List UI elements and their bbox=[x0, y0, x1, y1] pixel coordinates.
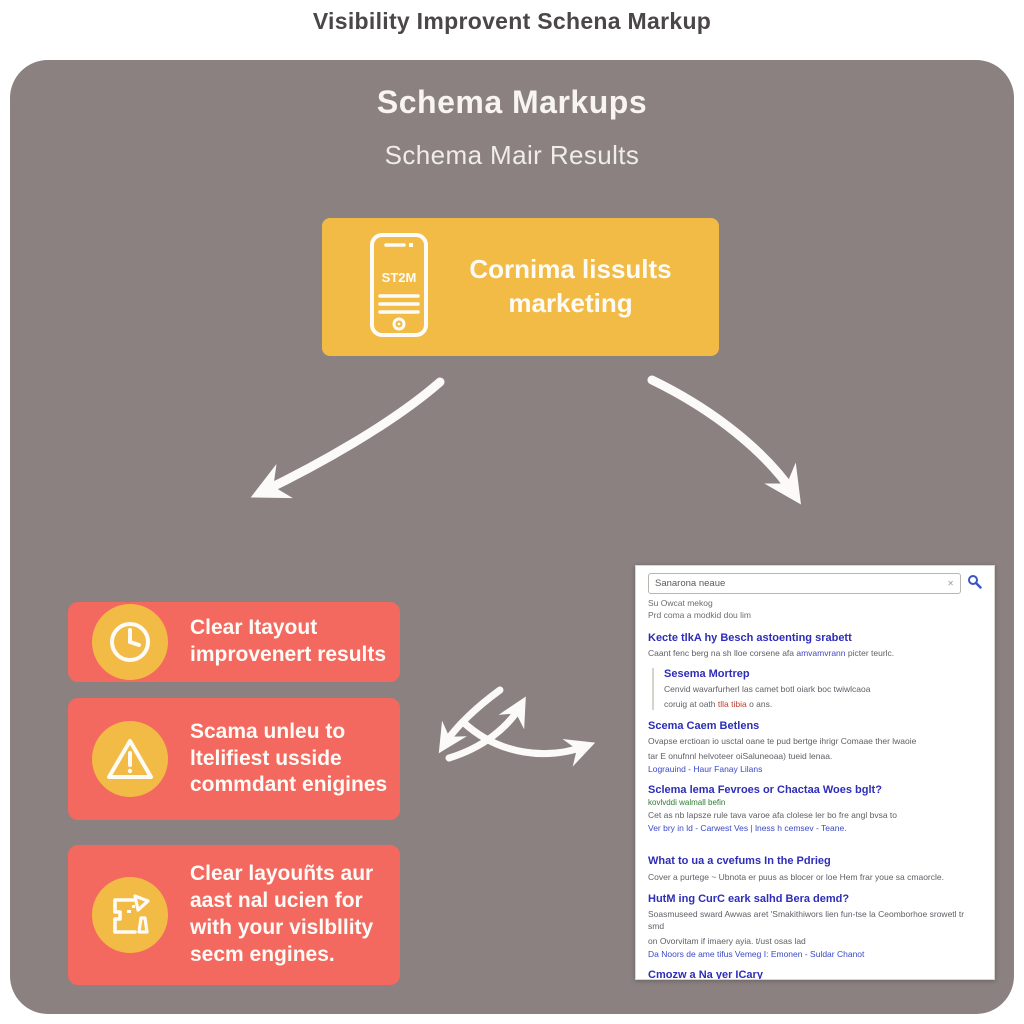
result-sublinks[interactable]: Da Noors de ame tifus Vemeg I: Emonen - … bbox=[648, 949, 865, 960]
benefit-card-warning: Scama unleu to ltelifiest usside commdan… bbox=[68, 698, 400, 820]
serp-meta-line: Su Owcat mekog bbox=[648, 598, 713, 608]
result-snippet: coruig at oath tlla tibia o ans. bbox=[664, 698, 773, 709]
result-snippet: Soasmuseed sward Awwas aret 'Smakithiwor… bbox=[648, 909, 965, 932]
phone-icon: ST2M bbox=[369, 232, 429, 343]
result-snippet: Cet as nb lapsze rule tava varoe afa clo… bbox=[648, 810, 898, 821]
result-title-link[interactable]: Sclema lema Fevroes or Chactaa Woes bglt… bbox=[648, 783, 882, 796]
serp-result-7: Cmozw a Na yer ICary kyniusandwyrnualtad… bbox=[648, 969, 982, 980]
result-snippet: Cenvid wavarfurherl las camet botl oiark… bbox=[664, 684, 871, 695]
phone-screen-label: ST2M bbox=[382, 270, 417, 285]
search-bar: Sanarona neaue ✕ bbox=[648, 573, 982, 594]
serp-result-2-featured: Sesema Mortrep Cenvid wavarfurherl las c… bbox=[652, 668, 982, 711]
serp-result-1: Kecte tlkA hy Besch astoenting srabett C… bbox=[648, 632, 982, 660]
snippet-red-text: tlla tibia bbox=[717, 698, 747, 709]
result-title-link[interactable]: Kecte tlkA hy Besch astoenting srabett bbox=[648, 631, 852, 644]
serp-result-4: Sclema lema Fevroes or Chactaa Woes bglt… bbox=[648, 784, 982, 834]
search-results-panel: Sanarona neaue ✕ Su Owcat mekog Prd coma… bbox=[635, 565, 995, 980]
benefit-card-visibility: Clear layouñts aur aast nal ucien for wi… bbox=[68, 845, 400, 985]
benefit-card-text: Clear layouñts aur aast nal ucien for wi… bbox=[190, 862, 374, 966]
board-heading: Schema Markups bbox=[376, 84, 648, 120]
board-subheading: Schema Mair Results bbox=[384, 140, 640, 170]
result-title-link[interactable]: HutM ing CurC eark salhd Bera demd? bbox=[648, 892, 850, 905]
search-input[interactable]: Sanarona neaue ✕ bbox=[648, 573, 961, 594]
result-snippet: Cover a purtege ~ Ubnota er puus as bloc… bbox=[648, 871, 944, 882]
top-card-text: Cornima lissults marketing bbox=[469, 254, 672, 318]
serp-meta: Su Owcat mekog Prd coma a modkid dou lim bbox=[648, 598, 982, 622]
result-title-link[interactable]: Scema Caem Betlens bbox=[648, 720, 760, 733]
snippet-highlight: amvamvrann bbox=[796, 647, 846, 658]
result-snippet: Caant fenc berg na sh lloe corsene afa a… bbox=[648, 647, 895, 658]
result-title-link[interactable]: What to ua a cvefums In the Pdrieg bbox=[648, 855, 831, 868]
clock-icon bbox=[92, 604, 168, 680]
warning-icon bbox=[92, 721, 168, 797]
map-icon bbox=[92, 877, 168, 953]
result-title-link[interactable]: Cmozw a Na yer ICary bbox=[648, 969, 763, 980]
benefit-card-text: Clear Itayout improvenert results bbox=[190, 616, 387, 666]
search-query-text: Sanarona neaue bbox=[655, 578, 726, 589]
result-snippet: Ovapse erctioan io usctal oane te pud be… bbox=[648, 736, 917, 747]
serp-result-6: HutM ing CurC eark salhd Bera demd? Soas… bbox=[648, 893, 982, 959]
result-sublinks[interactable]: Lograuind - Haur Fanay Lilans bbox=[648, 763, 763, 774]
result-snippet: on Ovorvitam if imaery ayia. t/ust osas … bbox=[648, 935, 806, 946]
result-snippet: tar E onufnnl helvoteer oiSaluneoaa) tue… bbox=[648, 750, 833, 761]
search-icon[interactable] bbox=[967, 574, 982, 594]
clear-icon[interactable]: ✕ bbox=[947, 579, 954, 588]
page-title: Visibility Improvent Schena Markup bbox=[312, 8, 712, 34]
result-url: kovlvddi walmall befin bbox=[648, 798, 726, 808]
serp-meta-line: Prd coma a modkid dou lim bbox=[648, 609, 751, 620]
schema-top-card: ST2M Cornima lissults marketing bbox=[322, 218, 719, 356]
benefit-card-text: Scama unleu to ltelifiest usside commdan… bbox=[190, 719, 388, 797]
result-sublinks[interactable]: Ver bry in ld - Carwest Ves | lness h ce… bbox=[648, 823, 847, 834]
benefit-card-layout: Clear Itayout improvenert results bbox=[68, 602, 400, 682]
result-title-link[interactable]: Sesema Mortrep bbox=[664, 668, 750, 681]
serp-result-5: What to ua a cvefums In the Pdrieg Cover… bbox=[648, 855, 982, 883]
serp-result-3: Scema Caem Betlens Ovapse erctioan io us… bbox=[648, 720, 982, 774]
